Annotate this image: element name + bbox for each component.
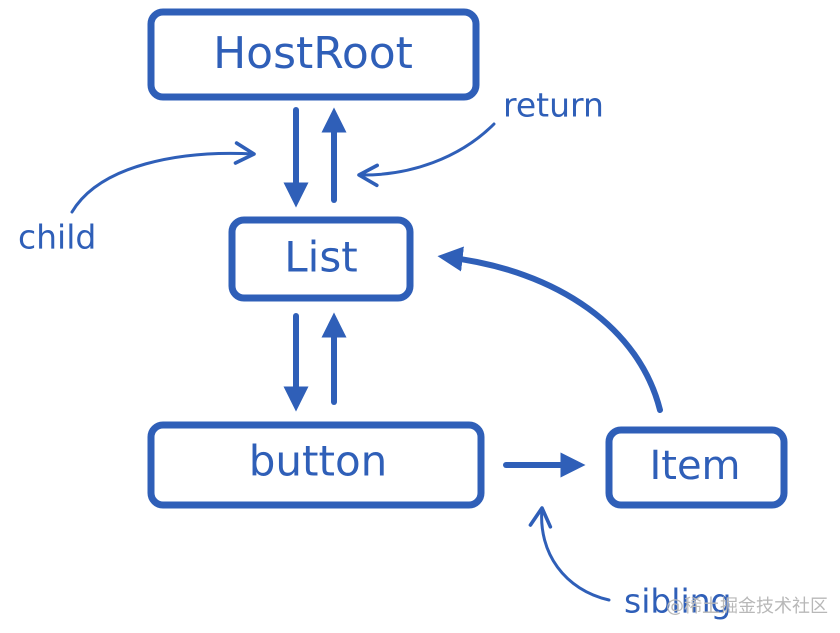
label-child: child	[18, 218, 96, 257]
annotation-child: child	[18, 141, 256, 257]
node-list-label: List	[284, 233, 357, 282]
node-list-box	[228, 216, 414, 302]
node-hostroot-box	[147, 8, 480, 101]
node-hostroot: HostRoot	[147, 8, 480, 101]
node-item: Item	[605, 426, 788, 509]
node-button-box	[147, 421, 485, 509]
node-button-label: button	[249, 437, 388, 486]
edge-item-to-list-return	[437, 246, 663, 413]
annotation-sibling: sibling	[528, 506, 732, 621]
watermark-text: @稀土掘金技术社区	[666, 596, 828, 617]
node-item-box	[605, 426, 788, 509]
pointer-return	[357, 122, 496, 188]
node-hostroot-label: HostRoot	[213, 28, 413, 79]
annotation-return: return	[357, 86, 604, 188]
node-item-label: Item	[649, 443, 740, 489]
label-return: return	[503, 86, 604, 125]
pointer-child	[70, 141, 256, 214]
pointer-sibling	[528, 506, 611, 602]
node-button: button	[147, 421, 485, 509]
node-list: List	[228, 216, 414, 302]
label-sibling: sibling	[624, 582, 732, 621]
